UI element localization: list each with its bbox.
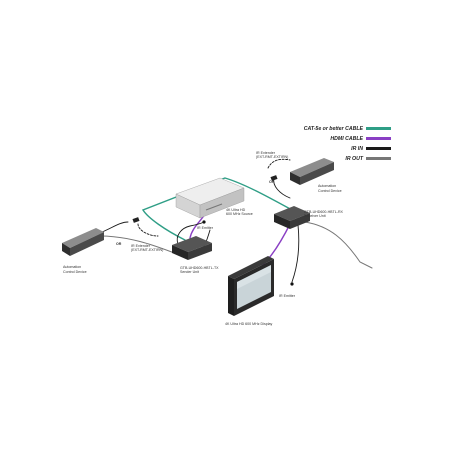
automation-right-label-1: Automation [318, 184, 336, 188]
cables [99, 158, 373, 283]
ir-extender-right: IR Extender (EXT-RMT-EXTIRN) OR [256, 151, 288, 184]
sender-unit: GTB-UHD600-HBTL-TX Sender Unit [172, 236, 219, 274]
ir-emitter-display: IR Emitter [279, 282, 296, 298]
ir-extender-cable-left [101, 221, 129, 233]
or-left-label: OR [116, 242, 122, 246]
legend-irin-label: IR IN [351, 146, 363, 152]
legend-cat5-swatch [366, 127, 391, 130]
cat5-cable [141, 177, 293, 241]
ir-extender-left-label-2: (EXT-RMT-EXTIRN) [131, 248, 163, 252]
source-label-1: 4K Ultra HD [226, 208, 246, 212]
sender-label-2: Sender Unit [180, 270, 199, 274]
legend-irout-swatch [366, 157, 391, 160]
legend-irin-swatch [366, 147, 391, 150]
automation-right-label-2: Control Device [318, 189, 342, 193]
automation-device-right: Automation Control Device [290, 158, 342, 193]
ir-extender-cable-right [273, 177, 291, 199]
ir-emitter-cable-display [291, 224, 300, 283]
display: 4K Ultra HD 600 MHz Display [225, 256, 274, 326]
receiver-unit: GTB-UHD600-HBTL-RX Receiver Unit [274, 206, 344, 229]
sender-label-1: GTB-UHD600-HBTL-TX [180, 266, 219, 270]
legend: CAT-5e or better CABLE HDMI CABLE IR IN … [304, 126, 391, 162]
ir-extender-right-label-2: (EXT-RMT-EXTIRN) [256, 155, 288, 159]
ir-extender-left: IR Extender (EXT-RMT-EXTIRN) OR [116, 217, 163, 252]
ir-emitter-sender-label: IR Emitter [197, 226, 214, 230]
ir-emitter-display-label: IR Emitter [279, 294, 296, 298]
legend-cat5-label: CAT-5e or better CABLE [304, 126, 364, 132]
automation-left-label-2: Control Device [63, 270, 87, 274]
ir-extender-cable-right-2 [267, 158, 291, 169]
ir-emitter-cable-sender [176, 221, 205, 245]
or-right-label: OR [269, 180, 275, 184]
legend-irout-label: IR OUT [345, 156, 363, 162]
ir-extender-cable-left-2 [137, 223, 159, 237]
ir-extender-left-label-1: IR Extender [131, 244, 151, 248]
display-label: 4K Ultra HD 600 MHz Display [225, 322, 273, 326]
automation-left-label-1: Automation [63, 265, 81, 269]
ir-extender-right-label-1: IR Extender [256, 151, 276, 155]
receiver-label-1: GTB-UHD600-HBTL-RX [304, 210, 344, 214]
ir-emitter-sender: IR Emitter [197, 220, 214, 230]
legend-hdmi-label: HDMI CABLE [330, 136, 363, 142]
source-device: 4K Ultra HD 600 MHz Source [175, 177, 253, 219]
legend-hdmi-swatch [366, 137, 391, 140]
receiver-label-2: Receiver Unit [304, 214, 326, 218]
ir-out-cable-right [304, 221, 373, 269]
source-label-2: 600 MHz Source [226, 212, 253, 216]
automation-device-left: Automation Control Device [62, 228, 104, 274]
